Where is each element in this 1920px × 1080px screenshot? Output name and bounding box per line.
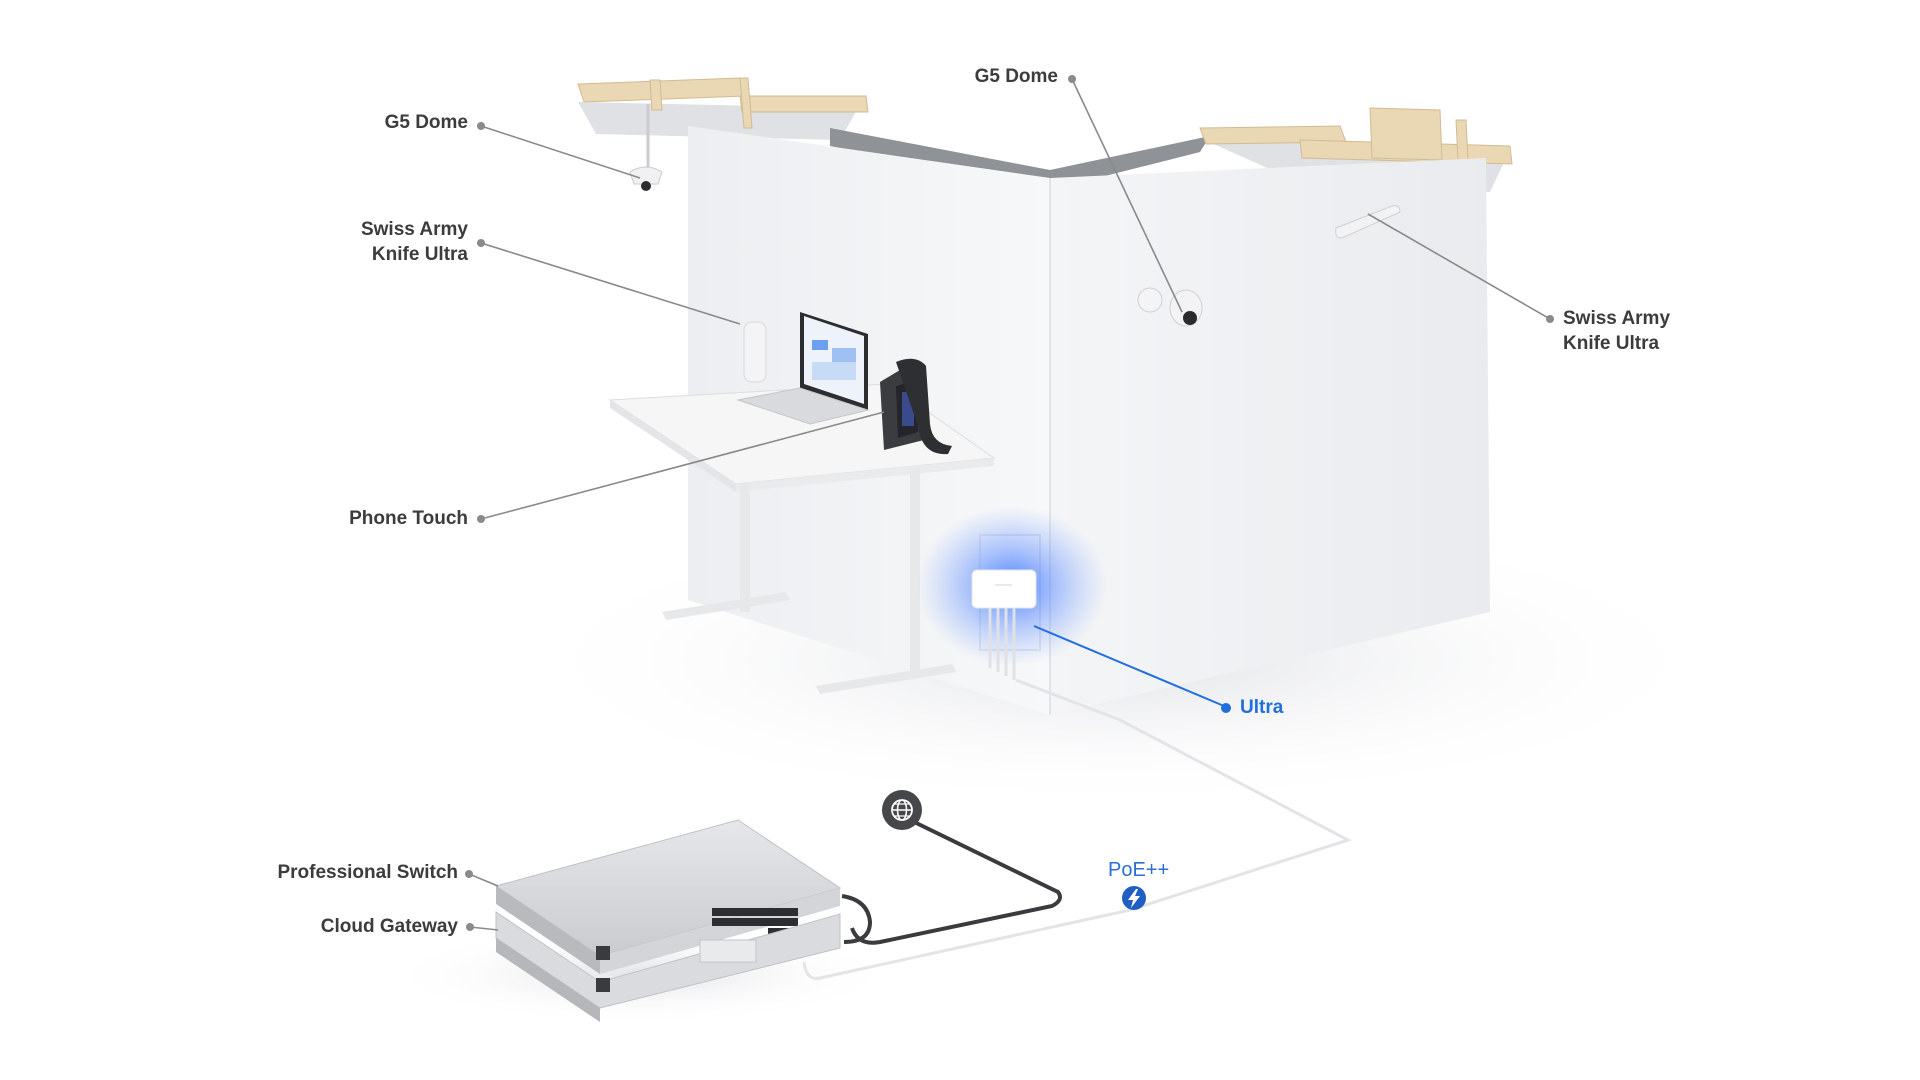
label-ska-right-line2: Knife Ultra [1563,331,1670,356]
label-ultra: Ultra [1240,695,1283,720]
label-ska-right-line1: Swiss Army [1563,306,1670,331]
ska-desk-device [744,322,766,382]
label-phone-touch-text: Phone Touch [349,506,468,531]
label-g5-dome-top: G5 Dome [975,64,1058,89]
ultra-leader-dot [1221,703,1231,713]
label-ska-left-line2: Knife Ultra [361,242,468,267]
label-ultra-text: Ultra [1240,695,1283,720]
internet-cable [852,818,1060,943]
label-professional-switch: Professional Switch [277,860,458,885]
label-g5-dome-left-text: G5 Dome [385,110,468,135]
label-g5-dome-left: G5 Dome [385,110,468,135]
lightning-bolt-icon [1122,886,1146,910]
label-poe-text: PoE++ [1108,858,1169,883]
label-ska-left-line1: Swiss Army [361,217,468,242]
label-g5-dome-top-text: G5 Dome [975,64,1058,89]
label-cloud-gateway-text: Cloud Gateway [321,914,458,939]
ultra-device [972,570,1036,608]
label-ska-left: Swiss Army Knife Ultra [361,217,468,267]
label-phone-touch: Phone Touch [349,506,468,531]
globe-icon [882,790,922,830]
label-professional-switch-text: Professional Switch [277,860,458,885]
label-ska-right: Swiss Army Knife Ultra [1563,306,1670,356]
label-cloud-gateway: Cloud Gateway [321,914,458,939]
label-poe: PoE++ [1108,858,1169,883]
